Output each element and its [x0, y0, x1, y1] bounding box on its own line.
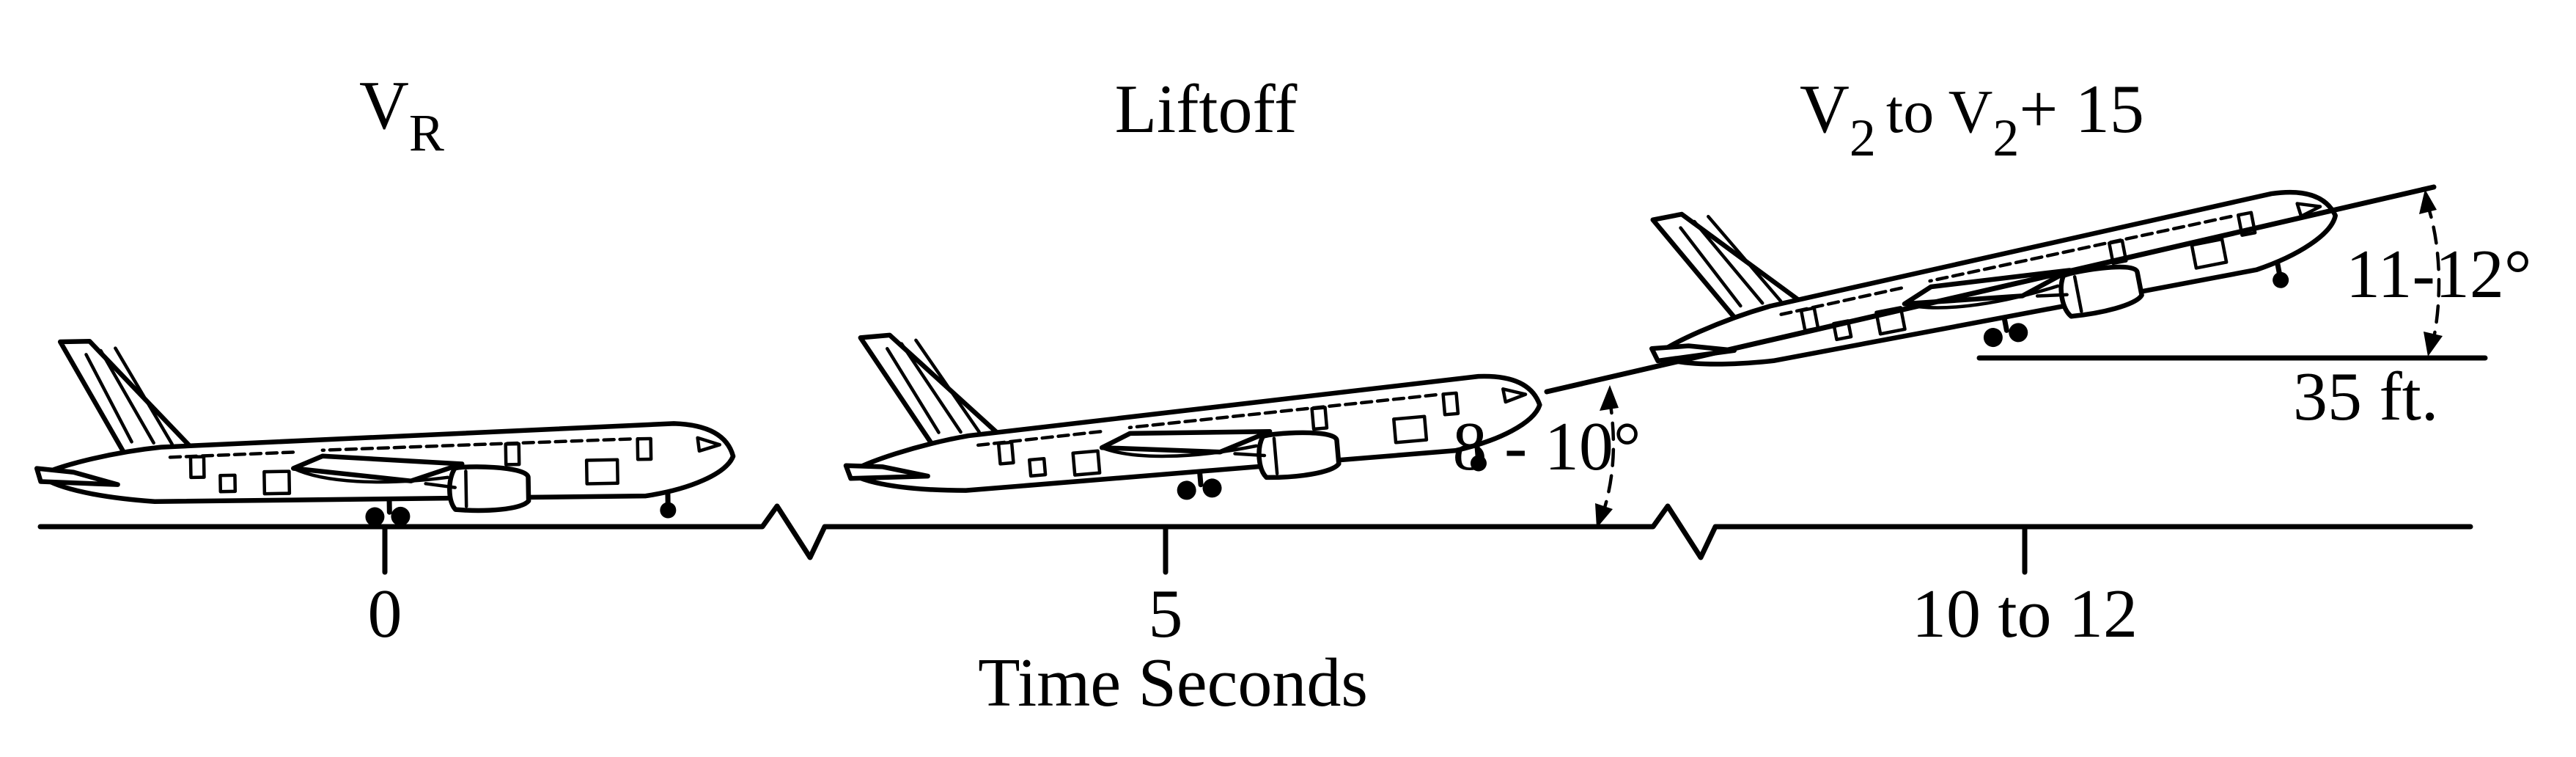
- liftoff-angle-label: 8 - 10°: [1453, 409, 1641, 485]
- time-tick-label-5: 5: [1149, 576, 1183, 652]
- phase-label-vr: VR: [359, 67, 444, 162]
- climb-angle-label: 11-12°: [2346, 236, 2531, 312]
- height-label: 35 ft.: [2293, 359, 2438, 435]
- runway-ground-line: [37, 503, 2473, 560]
- climb-angle-indicator: 11-12°: [2346, 189, 2531, 356]
- time-tick-label-0: 0: [368, 576, 402, 652]
- liftoff-angle-indicator: 8 - 10°: [1453, 385, 1641, 528]
- airplane-at-vr: [34, 330, 734, 533]
- time-axis: 0 5 10 to 12 Time Seconds: [368, 524, 2138, 721]
- airplane-at-liftoff: [835, 279, 1545, 530]
- time-axis-label: Time Seconds: [978, 645, 1368, 721]
- climb-path-line: [1544, 184, 2437, 395]
- phase-label-liftoff: Liftoff: [1115, 71, 1298, 147]
- time-tick-label-10-12: 10 to 12: [1912, 576, 2138, 652]
